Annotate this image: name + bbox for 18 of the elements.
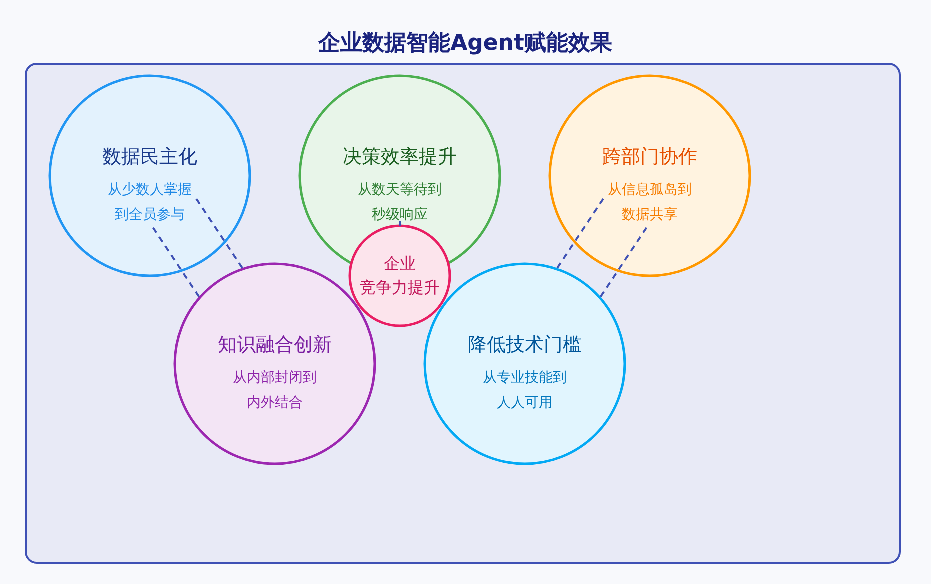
circle-heading: 决策效率提升 bbox=[343, 145, 457, 170]
circle-description: 从少数人掌握到全员参与 bbox=[107, 181, 193, 225]
circle-description: 从数天等待到秒级响应 bbox=[357, 181, 443, 225]
circle-heading: 数据民主化 bbox=[102, 145, 198, 170]
circle-heading: 跨部门协作 bbox=[602, 145, 698, 170]
circle-heading: 知识融合创新 bbox=[218, 333, 332, 358]
circle-label: 企业 bbox=[384, 253, 416, 275]
circle-description: 从专业技能到人人可用 bbox=[482, 369, 568, 413]
dashed-connector bbox=[196, 198, 244, 270]
dashed-connector bbox=[556, 198, 604, 270]
circle-label: 竞争力提升 bbox=[360, 277, 440, 299]
diagram-title: 企业数据智能Agent赋能效果 bbox=[318, 30, 612, 58]
dashed-connector bbox=[599, 227, 648, 299]
dashed-connector bbox=[399, 221, 401, 226]
circle-heading: 降低技术门槛 bbox=[468, 333, 582, 358]
dashed-connector bbox=[152, 227, 201, 299]
circle-description: 从信息孤岛到数据共享 bbox=[607, 181, 693, 225]
circle-description: 从内部封闭到内外结合 bbox=[232, 369, 318, 413]
